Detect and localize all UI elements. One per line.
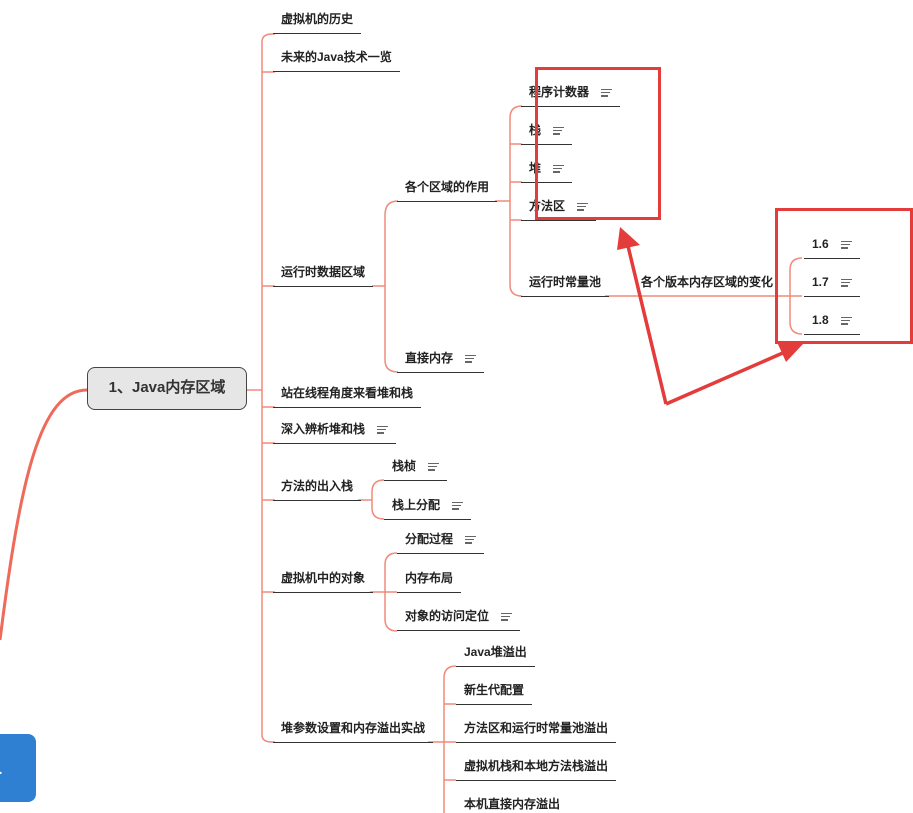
note-icon[interactable] — [840, 239, 852, 251]
root-topic[interactable]: 1、Java内存区域 — [87, 367, 247, 410]
topic-heap-params[interactable]: 堆参数设置和内存溢出实战 — [273, 713, 434, 743]
topic-vm-stack-oom[interactable]: 虚拟机栈和本地方法栈溢出 — [456, 751, 617, 781]
topic-method-area[interactable]: 方法区 — [521, 191, 597, 221]
topic-method-stack[interactable]: 方法的出入栈 — [273, 471, 362, 501]
topic-version-1-7[interactable]: 1.7 — [804, 267, 860, 297]
topic-direct-memory[interactable]: 直接内存 — [397, 343, 485, 373]
note-icon[interactable] — [377, 424, 389, 436]
side-topic-badge[interactable]: 1 — [0, 734, 36, 802]
note-icon[interactable] — [465, 353, 477, 365]
topic-heap-oom[interactable]: Java堆溢出 — [456, 637, 535, 667]
topic-deep-parse[interactable]: 深入辨析堆和栈 — [273, 414, 397, 444]
note-icon[interactable] — [553, 163, 565, 175]
topic-direct-memory-oom[interactable]: 本机直接内存溢出 — [456, 789, 568, 813]
note-icon[interactable] — [840, 315, 852, 327]
highlight-box-area-roles — [535, 67, 661, 220]
note-icon[interactable] — [452, 500, 464, 512]
topic-stack-allocation[interactable]: 栈上分配 — [384, 490, 472, 520]
highlight-box-versions — [775, 208, 913, 344]
topic-program-counter[interactable]: 程序计数器 — [521, 77, 621, 107]
note-icon[interactable] — [553, 125, 565, 137]
topic-stack-frame[interactable]: 栈桢 — [384, 451, 448, 481]
topic-vm-history[interactable]: 虚拟机的历史 — [273, 4, 362, 34]
note-icon[interactable] — [465, 534, 477, 546]
topic-thread-view[interactable]: 站在线程角度来看堆和栈 — [273, 378, 422, 408]
note-icon[interactable] — [501, 611, 513, 623]
topic-alloc-process[interactable]: 分配过程 — [397, 524, 485, 554]
topic-version-changes[interactable]: 各个版本内存区域的变化 — [641, 275, 774, 289]
topic-area-roles[interactable]: 各个区域的作用 — [397, 172, 498, 202]
note-icon[interactable] — [577, 201, 589, 213]
annotation-arrows — [617, 227, 803, 406]
topic-runtime-data-area[interactable]: 运行时数据区域 — [273, 257, 374, 287]
topic-runtime-const-pool[interactable]: 运行时常量池 — [521, 267, 610, 297]
note-icon[interactable] — [840, 277, 852, 289]
note-icon[interactable] — [428, 461, 440, 473]
root-parent-curve — [0, 388, 88, 641]
topic-version-1-6[interactable]: 1.6 — [804, 229, 860, 259]
topic-young-gen-config[interactable]: 新生代配置 — [456, 675, 533, 705]
topic-vm-objects[interactable]: 虚拟机中的对象 — [273, 563, 374, 593]
topic-version-1-8[interactable]: 1.8 — [804, 305, 860, 335]
note-icon[interactable] — [601, 87, 613, 99]
topic-method-area-oom[interactable]: 方法区和运行时常量池溢出 — [456, 713, 617, 743]
topic-object-access[interactable]: 对象的访问定位 — [397, 601, 521, 631]
topic-memory-layout[interactable]: 内存布局 — [397, 563, 462, 593]
topic-future-java[interactable]: 未来的Java技术一览 — [273, 42, 400, 72]
